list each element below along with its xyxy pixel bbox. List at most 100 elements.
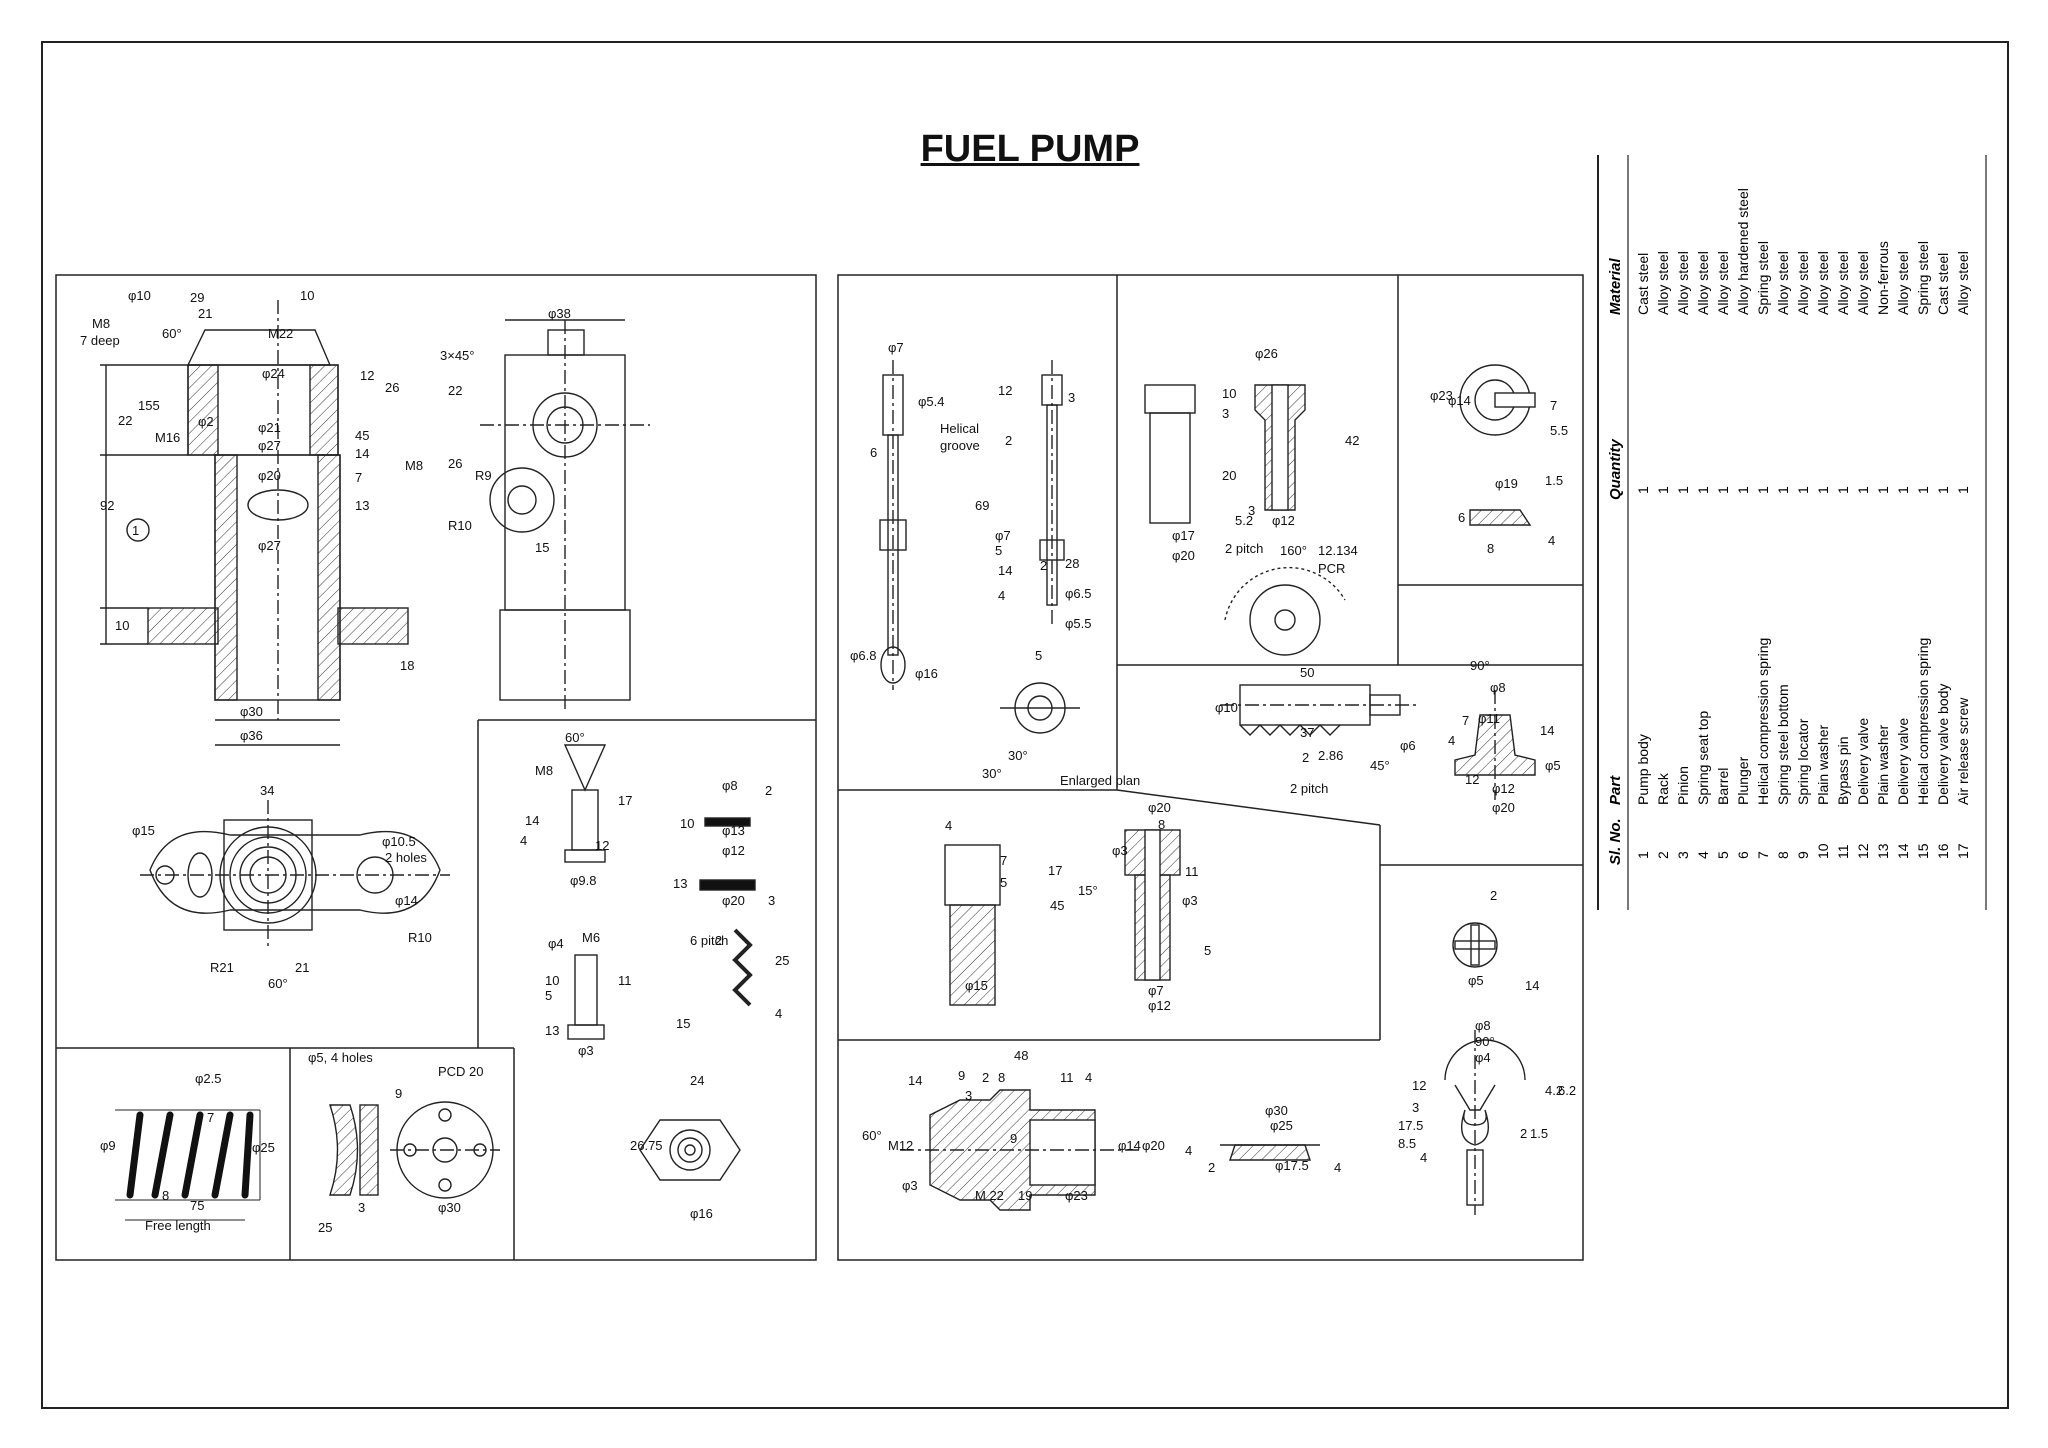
dimension-label: M22	[268, 326, 293, 341]
dimension-label: 5.2	[1235, 513, 1253, 528]
dimension-label: 6	[1458, 510, 1465, 525]
bom-cell: Rack	[1655, 772, 1671, 805]
bom-cell: 1	[1755, 486, 1771, 494]
dimension-label: 7	[1550, 398, 1557, 413]
dimension-label: 2 holes	[385, 850, 427, 865]
dimension-label: φ16	[690, 1206, 713, 1221]
small-parts-group	[563, 744, 756, 1181]
dimension-label: 6.2	[1558, 1083, 1576, 1098]
dimension-label: φ3	[1112, 843, 1128, 858]
dimension-label: 10	[545, 973, 559, 988]
dimension-label: φ12	[1492, 781, 1515, 796]
dimension-label: 155	[138, 398, 160, 413]
pump-body-side-view	[480, 319, 650, 710]
dimension-label: 14	[1525, 978, 1539, 993]
bom-cell: Alloy steel	[1835, 251, 1851, 315]
dimension-label: φ12	[722, 843, 745, 858]
table-header-quantity: Quantity	[1607, 439, 1624, 500]
dimension-label: 19	[1018, 1188, 1032, 1203]
dimension-label: 24	[690, 1073, 704, 1088]
dimension-label: 26	[385, 380, 399, 395]
dimension-label: R21	[210, 960, 234, 975]
bom-cell: Pump body	[1635, 734, 1651, 805]
bom-cell: Alloy steel	[1775, 251, 1791, 315]
bom-cell: 1	[1835, 486, 1851, 494]
dimension-label: φ9.8	[570, 873, 597, 888]
dimension-label: 28	[1065, 556, 1079, 571]
dimension-label: 14	[525, 813, 539, 828]
dimension-label: 3	[1068, 390, 1075, 405]
dimension-label: 12	[1465, 772, 1479, 787]
dimension-label: 4	[520, 833, 527, 848]
dimension-label: φ30	[240, 704, 263, 719]
dimension-label: 3	[1222, 406, 1229, 421]
bom-cell: 1	[1715, 486, 1731, 494]
dimension-label: 4	[1420, 1150, 1427, 1165]
dimension-label: φ17.5	[1275, 1158, 1309, 1173]
dimension-label: 12	[595, 838, 609, 853]
sheet-border	[41, 41, 2009, 1409]
dimension-label: φ38	[548, 306, 571, 321]
dimension-label: φ6	[1400, 738, 1416, 753]
dimension-label: φ3	[578, 1043, 594, 1058]
dimension-label: M8	[535, 763, 553, 778]
dimension-label: φ24	[262, 366, 285, 381]
dimension-label: 11	[1060, 1070, 1074, 1085]
bom-cell: Helical compression spring	[1755, 638, 1771, 805]
bom-cell: 5	[1715, 851, 1731, 859]
dimension-label: 8	[1158, 817, 1165, 832]
bom-cell: 1	[1955, 486, 1971, 494]
dimension-label: 15	[535, 540, 549, 555]
dimension-label: φ15	[132, 823, 155, 838]
pump-body-plan	[140, 800, 450, 950]
dimension-label: φ10	[128, 288, 151, 303]
dimension-label: 2	[1005, 433, 1012, 448]
dimension-label: φ7	[1148, 983, 1164, 998]
dimension-label: 29	[190, 290, 204, 305]
dimension-label: 3	[1412, 1100, 1419, 1115]
dimension-label: 6 pitch	[690, 933, 728, 948]
dimension-label: 75	[190, 1198, 204, 1213]
dimension-label: φ14	[1118, 1138, 1141, 1153]
dimension-label: φ3	[1182, 893, 1198, 908]
dimension-label: φ3	[902, 1178, 918, 1193]
bom-cell: Alloy steel	[1675, 251, 1691, 315]
dimension-label: 45	[1050, 898, 1064, 913]
dimension-label: φ8	[1490, 680, 1506, 695]
dimension-label: PCD 20	[438, 1064, 484, 1079]
dimension-label: 4	[1334, 1160, 1341, 1175]
dimension-label: φ5	[1545, 758, 1561, 773]
spring-part-7	[126, 1111, 254, 1199]
dimension-label: φ10	[1215, 700, 1238, 715]
bom-cell: Alloy steel	[1955, 251, 1971, 315]
bom-cell: 3	[1675, 851, 1691, 859]
dimension-label: φ36	[240, 728, 263, 743]
bom-cell: Plain washer	[1875, 725, 1891, 805]
bom-cell: 1	[1775, 486, 1791, 494]
dimension-label: 50	[1300, 665, 1314, 680]
dimension-label: 34	[260, 783, 274, 798]
dimension-label: 7	[355, 470, 362, 485]
dimension-label: 5	[1035, 648, 1042, 663]
dimension-label: φ27	[258, 538, 281, 553]
dimension-label: 4	[1448, 733, 1455, 748]
bom-cell: Alloy steel	[1715, 251, 1731, 315]
dimension-label: 25	[318, 1220, 332, 1235]
dimension-label: 18	[400, 658, 414, 673]
dimension-label: 37	[1300, 725, 1314, 740]
bom-cell: Alloy steel	[1855, 251, 1871, 315]
dimension-label: 60°	[162, 326, 182, 341]
dimension-label: 3	[965, 1088, 972, 1103]
dimension-label: 4	[1548, 533, 1555, 548]
dimension-label: φ12	[1148, 998, 1171, 1013]
spring-seat-part-8	[1459, 364, 1536, 526]
dimension-label: 5	[995, 543, 1002, 558]
spring-7-dims	[115, 1109, 261, 1221]
dimension-label: 90°	[1475, 1034, 1495, 1049]
dimension-label: 15°	[1078, 883, 1098, 898]
bom-cell: Barrel	[1715, 768, 1731, 805]
dimension-label: PCR	[1318, 561, 1345, 576]
